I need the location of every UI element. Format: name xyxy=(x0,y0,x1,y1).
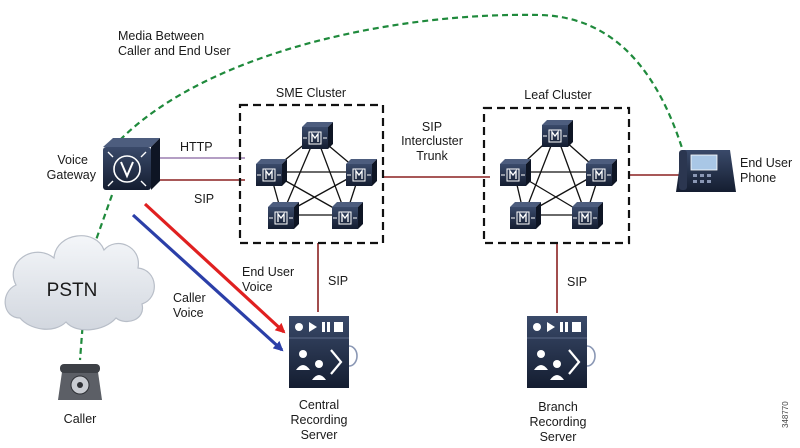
sip-branch-label: SIP xyxy=(567,275,587,289)
media-recording-server-icon xyxy=(527,316,596,388)
caller-voice-arrow xyxy=(131,213,284,352)
central-server-label-2: Recording xyxy=(291,413,348,427)
unified-cm-server-icon xyxy=(268,202,299,229)
sip-gateway-label: SIP xyxy=(194,192,214,206)
sip-central-label: SIP xyxy=(328,274,348,288)
end-user-phone-label: End User xyxy=(740,156,792,170)
media-recording-server-icon xyxy=(289,316,358,388)
ip-phone-icon xyxy=(676,150,736,192)
leaf-cluster-label: Leaf Cluster xyxy=(524,88,591,102)
unified-cm-server-icon xyxy=(542,120,573,147)
unified-cm-server-icon xyxy=(332,202,363,229)
end-user-phone-label-2: Phone xyxy=(740,171,776,185)
unified-cm-server-icon xyxy=(346,159,377,186)
figure-id: 348770 xyxy=(781,401,790,428)
media-label-2: Caller and End User xyxy=(118,44,231,58)
unified-cm-server-icon xyxy=(500,159,531,186)
unified-cm-server-icon xyxy=(586,159,617,186)
unified-cm-server-icon xyxy=(572,202,603,229)
caller-label: Caller xyxy=(64,412,97,426)
caller-voice-label-2: Voice xyxy=(173,306,204,320)
leaf-cluster-box xyxy=(482,106,631,245)
sip-trunk-label: SIP xyxy=(422,120,442,134)
voice-gateway-label-2: Gateway xyxy=(47,168,97,182)
http-label: HTTP xyxy=(180,140,213,154)
end-user-voice-label-2: Voice xyxy=(242,280,273,294)
central-server-label-3: Server xyxy=(301,428,338,442)
pstn-label: PSTN xyxy=(47,280,98,301)
sip-trunk-label-3: Trunk xyxy=(416,149,448,163)
sme-cluster-box xyxy=(238,103,385,245)
caller-voice-label: Caller xyxy=(173,291,206,305)
unified-cm-server-icon xyxy=(510,202,541,229)
caller-media-path xyxy=(78,194,114,361)
media-path xyxy=(119,13,684,149)
voice-gateway-label: Voice xyxy=(57,153,88,167)
central-server-label: Central xyxy=(299,398,339,412)
sme-cluster-label: SME Cluster xyxy=(276,86,346,100)
end-user-voice-arrow xyxy=(143,202,286,334)
sip-trunk-label-2: Intercluster xyxy=(401,134,463,148)
media-label: Media Between xyxy=(118,29,204,43)
branch-server-label-2: Recording xyxy=(530,415,587,429)
branch-server-label: Branch xyxy=(538,400,578,414)
analog-phone-icon xyxy=(58,364,102,400)
branch-server-label-3: Server xyxy=(540,430,577,444)
unified-cm-server-icon xyxy=(302,122,333,149)
voice-gateway-icon xyxy=(103,138,160,190)
end-user-voice-label: End User xyxy=(242,265,294,279)
cloud-icon xyxy=(4,235,155,331)
unified-cm-server-icon xyxy=(256,159,287,186)
